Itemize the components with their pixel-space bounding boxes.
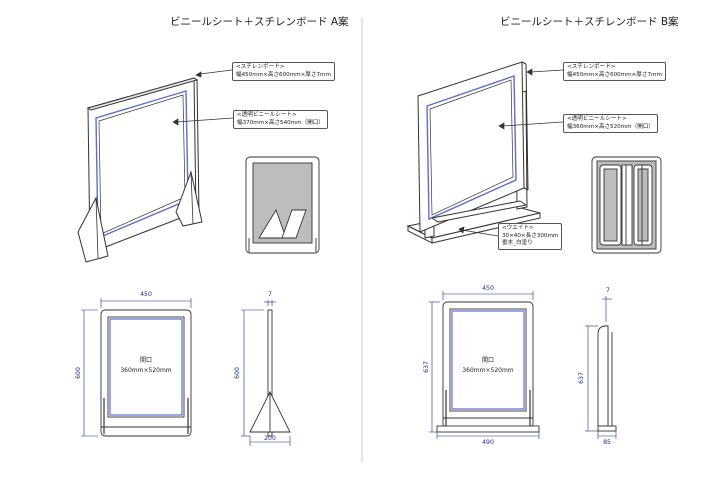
- panel-b-weight-callout: <ウエイト> 30×40×長さ300mm 垂木_白塗り: [498, 223, 563, 250]
- panel-b-back-thumbnail: [591, 156, 662, 254]
- panel-b-front-view: [436, 301, 540, 433]
- panel-a-foot-depth-label: 200: [264, 435, 276, 442]
- panel-a-front-width-label: 450: [140, 291, 152, 298]
- panel-a-sheet-callout-name: <透明ビニールシート>: [237, 112, 297, 118]
- panel-b-side-height-label: 637: [578, 372, 585, 384]
- panel-b-front-height-label: 637: [423, 361, 430, 373]
- panel-b-weight-callout-spec: 30×40×長さ300mm: [502, 232, 559, 239]
- panel-b-front-width-label: 450: [482, 285, 494, 292]
- panel-b-board-callout-name: <スチレンボード>: [567, 64, 616, 70]
- panel-a-opening-label: 開口: [140, 357, 152, 364]
- panel-a-title: ビニールシート＋スチレンボード A案: [170, 16, 349, 28]
- panel-b-sheet-callout-name: <透明ビニールシート>: [567, 116, 627, 122]
- panel-a-side-view: [249, 309, 291, 437]
- panel-b-board-callout-spec: 幅450mm×高さ600mm×厚さ7mm: [567, 71, 662, 78]
- panel-b-base-depth-label: 85: [603, 439, 611, 446]
- panel-b-weight-callout-material: 垂木_白塗り: [502, 240, 533, 247]
- panel-b-side-dims: [585, 296, 617, 439]
- panel-b-perspective: [406, 61, 541, 244]
- panel-a-perspective: [77, 77, 203, 263]
- panel-b-leaders: [458, 68, 564, 237]
- panel-a-board-callout: <スチレンボード> 幅450mm×高さ600mm×厚さ7mm: [232, 62, 335, 82]
- panel-b-title: ビニールシート＋スチレンボード B案: [500, 16, 679, 28]
- panel-a-leaders: [172, 69, 234, 126]
- panel-a-side-height-label: 600: [234, 367, 241, 379]
- panel-b-weight-callout-name: <ウエイト>: [502, 225, 534, 231]
- panel-a-sheet-callout: <透明ビニールシート> 幅370mm×高さ540mm（開口）: [233, 110, 328, 130]
- panel-b-sheet-callout-spec: 幅360mm×高さ520mm（開口）: [567, 123, 654, 130]
- panel-b-front-dims: [429, 291, 540, 439]
- panel-a-side-thickness-label: 7: [268, 291, 272, 298]
- panel-b-sheet-callout: <透明ビニールシート> 幅360mm×高さ520mm（開口）: [563, 114, 658, 134]
- panel-a-front-height-label: 600: [75, 367, 82, 379]
- panel-b-opening-size: 360mm×520mm: [462, 367, 513, 374]
- panel-a-sheet-callout-spec: 幅370mm×高さ540mm（開口）: [237, 119, 324, 126]
- panel-a-board-callout-spec: 幅450mm×高さ600mm×厚さ7mm: [236, 71, 331, 78]
- panel-a-board-callout-name: <スチレンボード>: [236, 64, 285, 70]
- panel-a-front-view: [100, 309, 192, 437]
- panel-a-back-thumbnail: [245, 156, 320, 254]
- panel-b-side-thickness-label: 7: [606, 287, 610, 294]
- panel-b-board-callout: <スチレンボード> 幅450mm×高さ600mm×厚さ7mm: [563, 62, 666, 82]
- panel-b-side-view: [597, 325, 617, 432]
- panel-a-side-dims: [241, 300, 291, 446]
- panel-b-opening-label: 開口: [482, 357, 494, 364]
- panel-a-front-dims: [81, 298, 192, 437]
- panel-b-base-width-label: 490: [482, 439, 494, 446]
- panel-a-opening-size: 360mm×520mm: [120, 367, 171, 374]
